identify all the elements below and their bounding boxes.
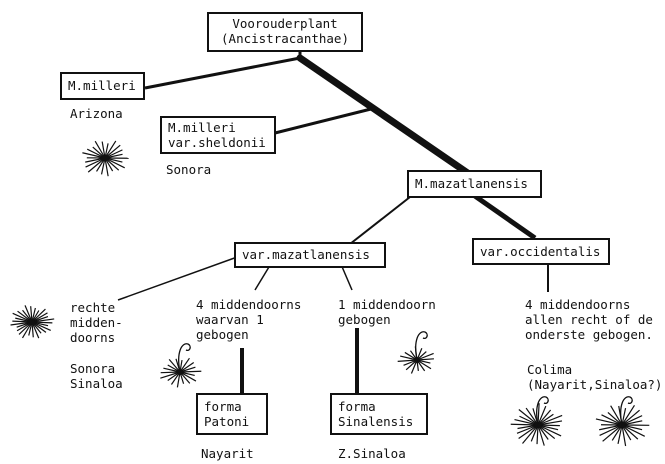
label-nayarit: Nayarit: [201, 446, 254, 461]
label-sonora: Sonora: [166, 162, 211, 177]
label-colima: Colima (Nayarit,Sinaloa?): [527, 362, 662, 392]
node-sheldonii: M.milleri var.sheldonii: [160, 116, 276, 154]
spine-cluster-icon: [82, 141, 128, 176]
branch-sheldonii-line: [275, 108, 375, 133]
spine-cluster-icon: [11, 305, 55, 338]
label-rechte-middendoorns: rechte midden- doorns: [70, 300, 123, 345]
node-var-occidentalis: var.occidentalis: [472, 238, 610, 265]
hooked-spine-icon: [398, 332, 434, 374]
node-var-mazatlanensis: var.mazatlanensis: [234, 242, 386, 268]
label-vier-middendoorns-gebogen: 4 middendoorns waarvan 1 gebogen: [196, 297, 301, 342]
hooked-spine-icon: [596, 397, 649, 446]
node-mazatlanensis: M.mazatlanensis: [407, 170, 542, 198]
branch-occidentalis-line: [472, 194, 535, 238]
node-root: Voorouderplant (Ancistracanthae): [207, 12, 363, 52]
hooked-spine-icon: [160, 344, 201, 388]
label-z-sinaloa: Z.Sinaloa: [338, 446, 406, 461]
hooked-spine-icon: [511, 397, 562, 446]
branch-var-mazatlanensis-line: [350, 197, 410, 244]
branch-milleri-line: [145, 58, 300, 88]
label-arizona: Arizona: [70, 106, 123, 121]
label-vier-middendoorns-recht: 4 middendoorns allen recht of de onderst…: [525, 297, 653, 342]
node-forma-sinalensis: forma Sinalensis: [330, 393, 428, 435]
node-milleri: M.milleri: [60, 72, 145, 100]
branch-rechte-line: [118, 256, 240, 300]
main-lineage-line: [300, 58, 472, 176]
label-een-middendoorn: 1 middendoorn gebogen: [338, 297, 436, 327]
node-forma-patoni: forma Patoni: [196, 393, 268, 435]
label-sonora-sinaloa: Sonora Sinaloa: [70, 361, 123, 391]
